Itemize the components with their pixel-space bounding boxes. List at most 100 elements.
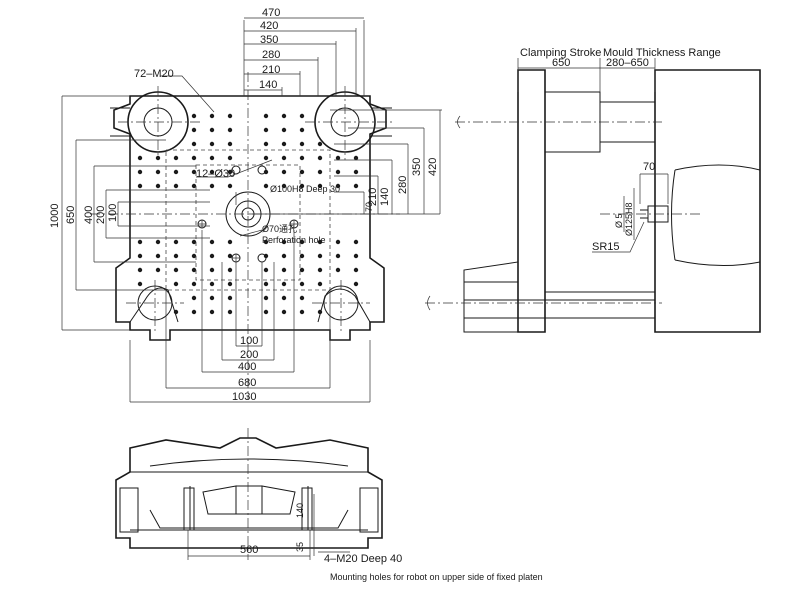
tapped-hole: [173, 253, 179, 259]
tapped-hole: [191, 141, 197, 147]
mould-thickness-label: Mould Thickness Range: [603, 47, 721, 59]
tapped-hole: [299, 169, 305, 175]
right-dim-70: 70: [364, 202, 374, 212]
tapped-hole: [281, 141, 287, 147]
tapped-hole-grid: [137, 113, 359, 315]
tapped-hole: [191, 127, 197, 133]
top-dim-140: 140: [259, 79, 277, 91]
top-dim-210: 210: [262, 64, 280, 76]
tapped-hole: [281, 267, 287, 273]
left-dim-100: 100: [107, 204, 119, 222]
tapped-hole: [191, 309, 197, 315]
bottom-height-35: 35: [295, 542, 305, 552]
tapped-hole: [299, 281, 305, 287]
tapped-hole: [227, 239, 233, 245]
tapped-hole: [137, 169, 143, 175]
platen-side-view: [425, 58, 761, 333]
top-dim-350: 350: [260, 34, 278, 46]
nozzle-dim-70: 70: [643, 161, 655, 173]
tapped-hole: [353, 155, 359, 161]
right-dim-420: 420: [427, 158, 439, 176]
tapped-hole: [299, 183, 305, 189]
tapped-hole: [281, 127, 287, 133]
tapped-hole: [299, 127, 305, 133]
tapped-hole: [227, 309, 233, 315]
tapped-hole: [209, 295, 215, 301]
tapped-hole: [227, 295, 233, 301]
tapped-hole: [209, 169, 215, 175]
tapped-hole: [191, 253, 197, 259]
tapped-hole: [281, 253, 287, 259]
tapped-hole: [227, 155, 233, 161]
tapped-hole: [353, 169, 359, 175]
tapped-hole: [191, 113, 197, 119]
tapped-hole: [317, 267, 323, 273]
tapped-hole: [155, 183, 161, 189]
tapped-hole: [263, 183, 269, 189]
tapped-hole: [155, 239, 161, 245]
nozzle-dia-label: Ø125H8: [624, 202, 634, 236]
robot-caption: Mounting holes for robot on upper side o…: [330, 572, 543, 582]
bottom-dim-1030: 1030: [232, 391, 256, 403]
tapped-hole: [317, 281, 323, 287]
tapped-hole: [353, 253, 359, 259]
perforation-label: Ø70通孔: [262, 224, 297, 234]
tapped-hole: [281, 239, 287, 245]
tapped-hole: [317, 169, 323, 175]
tapped-hole: [263, 267, 269, 273]
tapped-hole: [173, 183, 179, 189]
right-dim-210: 210: [367, 188, 379, 206]
right-dim-350: 350: [411, 158, 423, 176]
tapped-hole: [281, 155, 287, 161]
tapped-hole: [263, 127, 269, 133]
bolt-holes-label: 12–Ø30: [196, 168, 235, 180]
tapped-hole: [281, 295, 287, 301]
tapped-hole: [227, 267, 233, 273]
tapped-hole: [155, 267, 161, 273]
tapped-holes-label: 72–M20: [134, 68, 174, 80]
tapped-hole: [335, 253, 341, 259]
left-dim-200: 200: [95, 206, 107, 224]
tapped-hole: [317, 253, 323, 259]
tapped-hole: [209, 155, 215, 161]
right-dim-140: 140: [379, 188, 391, 206]
tapped-hole: [281, 183, 287, 189]
tapped-hole: [335, 239, 341, 245]
tapped-hole: [137, 267, 143, 273]
right-dim-280: 280: [397, 176, 409, 194]
bottom-height-140: 140: [295, 503, 305, 518]
left-dim-400: 400: [83, 206, 95, 224]
tapped-hole: [227, 253, 233, 259]
tapped-hole: [263, 113, 269, 119]
tapped-hole: [173, 239, 179, 245]
tapped-hole: [209, 281, 215, 287]
right-dimensions: [248, 109, 442, 215]
tapped-hole: [335, 155, 341, 161]
tapped-hole: [155, 155, 161, 161]
tapped-hole: [137, 183, 143, 189]
tapped-hole: [353, 183, 359, 189]
tapped-hole: [209, 267, 215, 273]
tapped-hole: [155, 169, 161, 175]
tapped-hole: [191, 169, 197, 175]
tapped-hole: [227, 141, 233, 147]
tapped-hole: [263, 141, 269, 147]
tapped-hole: [335, 267, 341, 273]
tapped-hole: [263, 295, 269, 301]
tapped-hole: [191, 267, 197, 273]
tapped-hole: [209, 113, 215, 119]
nozzle-small-label: Ø 5: [614, 213, 624, 228]
tapped-hole: [317, 239, 323, 245]
tapped-hole: [209, 141, 215, 147]
left-dim-1000: 1000: [49, 204, 61, 228]
tapped-hole: [263, 155, 269, 161]
tapped-hole: [191, 183, 197, 189]
top-dim-280: 280: [262, 49, 280, 61]
tapped-hole: [299, 141, 305, 147]
tapped-hole: [281, 309, 287, 315]
robot-holes-label: 4–M20 Deep 40: [324, 553, 402, 565]
tapped-hole: [209, 239, 215, 245]
top-dim-470: 470: [262, 7, 280, 19]
tapped-hole: [227, 169, 233, 175]
center-bore-label: Ø100H8 Deep 30: [270, 184, 340, 194]
